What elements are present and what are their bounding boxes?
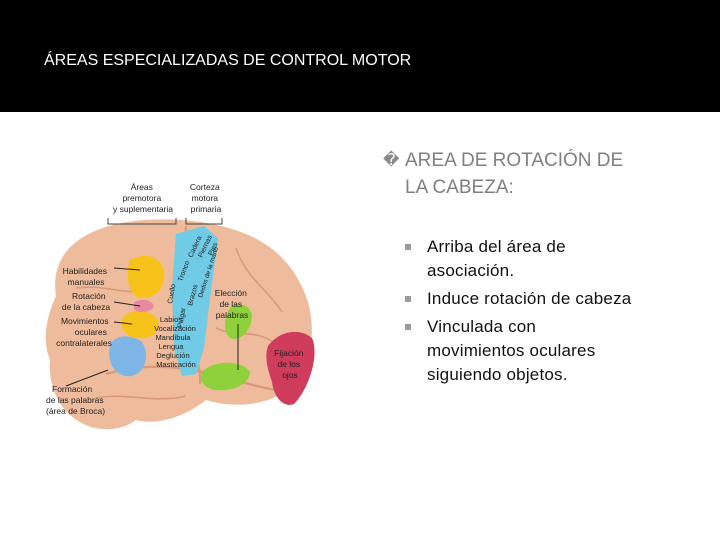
eye-fixation-area — [266, 331, 315, 405]
pointer-movimientos — [113, 321, 133, 325]
bracket-premotora — [107, 218, 177, 225]
label-fijacion: Fijación de los ojos — [274, 348, 306, 380]
strip-label-pulgar: Pulgar — [177, 307, 188, 329]
label-eleccion: Elección de las palabras — [215, 288, 250, 320]
main-bullet-line-2: LA CABEZA: — [405, 177, 514, 198]
strip-label-cuello: Cuello — [167, 283, 177, 304]
pointer-formacion — [65, 369, 109, 387]
label-habilidades: Habilidades manuales — [63, 266, 110, 287]
word-choice-area — [224, 304, 252, 339]
head-rotation-area — [134, 299, 154, 313]
slide-content: � AREA DE ROTACIÓN DE LA CABEZA: Arriba … — [383, 147, 683, 391]
eye-movement-area — [121, 311, 159, 339]
brain-motor-areas-figure: Áreas premotora y suplementaria Corteza … — [36, 178, 326, 440]
sub-bullet-text: Induce rotación de cabeza — [427, 289, 632, 308]
ocular-area — [109, 336, 147, 377]
label-premotora: Áreas premotora y suplementaria — [113, 182, 173, 214]
bullet-glyph-icon: � — [383, 152, 400, 169]
sub-bullet-text: Vinculada con — [427, 317, 537, 336]
sub-bullet-text: asociación. — [427, 261, 515, 280]
square-bullet-icon — [405, 296, 411, 302]
sub-bullet-item: Arriba del área de asociación. — [403, 235, 683, 283]
pointer-habilidades — [113, 267, 141, 271]
main-bullet-line-1: AREA DE ROTACIÓN DE — [405, 150, 624, 171]
brain-sulcus-c — [215, 327, 277, 345]
square-bullet-icon — [405, 244, 411, 250]
hand-skills-area — [127, 255, 165, 298]
brain-sulcus-d — [95, 395, 187, 400]
brain-diagram: Áreas premotora y suplementaria Corteza … — [45, 182, 315, 430]
label-formacion: Formación de las palabras (área de Broca… — [46, 384, 106, 416]
sub-bullet-item: Vinculada con movimientos oculares sigui… — [403, 315, 683, 387]
bracket-corteza — [185, 218, 223, 225]
sub-bullet-list: Arriba del área de asociación. Induce ro… — [403, 235, 683, 387]
square-bullet-icon — [405, 324, 411, 330]
brain-sulcus-b — [235, 247, 283, 313]
slide-header: ÁREAS ESPECIALIZADAS DE CONTROL MOTOR — [0, 0, 720, 112]
sub-bullet-text: Arriba del área de — [427, 237, 566, 256]
sub-bullet-item: Induce rotación de cabeza — [403, 287, 683, 311]
pointer-rotacion — [113, 301, 141, 307]
sub-bullet-text: movimientos oculares — [427, 341, 596, 360]
main-bullet: � AREA DE ROTACIÓN DE LA CABEZA: — [383, 147, 683, 201]
label-motor-functions: Labios Vocalización Mandíbula Lengua Deg… — [154, 315, 198, 369]
label-corteza: Corteza motora primaria — [190, 182, 222, 214]
label-rotacion: Rotación de la cabeza — [62, 291, 110, 312]
label-movimientos: Movimientos oculares contralaterales — [56, 316, 112, 348]
primary-motor-strip — [172, 226, 218, 376]
sub-bullet-text: siguiendo objetos. — [427, 365, 568, 384]
slide-title: ÁREAS ESPECIALIZADAS DE CONTROL MOTOR — [44, 52, 412, 69]
